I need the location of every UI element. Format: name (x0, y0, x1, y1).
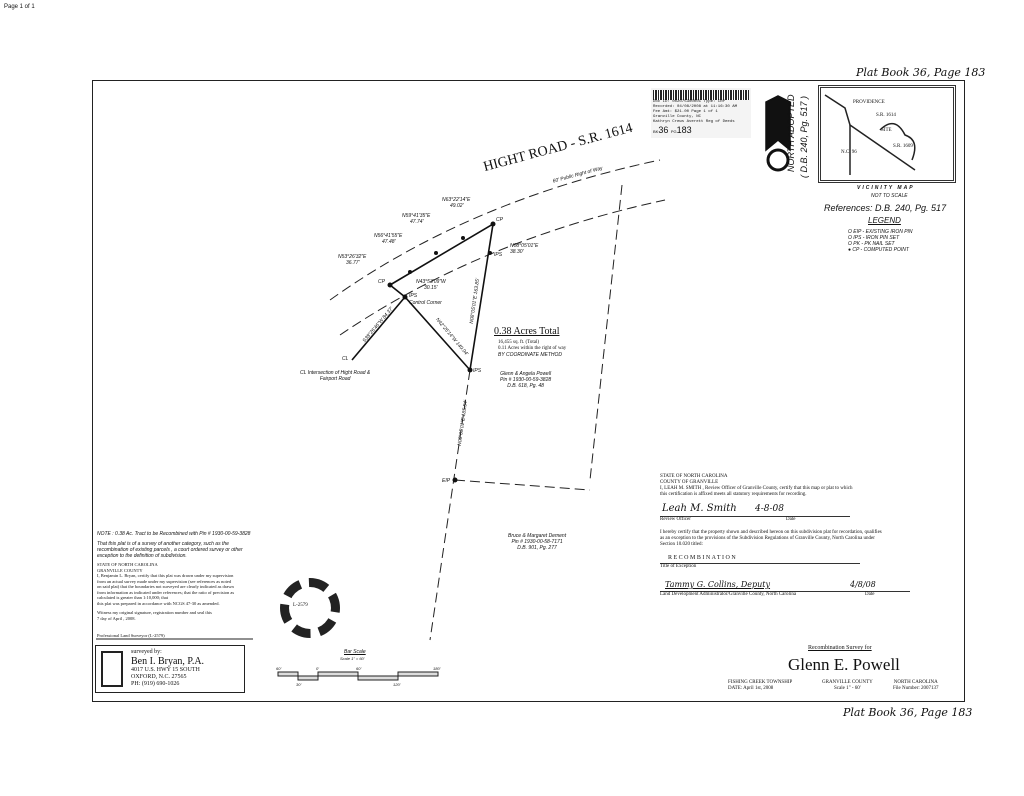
review-officer-label: Review Officer (660, 517, 691, 522)
vicinity-map-roads (824, 94, 916, 175)
recording-stamp: Doc ID: 002075300001 Type: CRP Recorded:… (651, 88, 751, 138)
plat-book-ref-top: Plat Book 36, Page 183 (856, 66, 986, 79)
surveyor-company: Ben I. Bryan, P.A. (131, 656, 205, 667)
book-page: BK36 PG183 (653, 125, 692, 135)
ips-label: IPS (409, 293, 418, 299)
page-header: Page 1 of 1 (4, 4, 35, 10)
vicinity-label-sr1614: S.R. 1614 (876, 113, 896, 118)
administrator-date-label: Date (865, 592, 875, 597)
exception-certificate: I hereby certify that the property shown… (660, 530, 882, 547)
south-boundary (454, 479, 591, 491)
vicinity-map-title: VICINITY MAP (857, 185, 915, 191)
control-corner-label: Control Corner (409, 300, 442, 306)
ips-label: IPS (473, 368, 482, 374)
references: References: D.B. 240, Pg. 517 (824, 203, 947, 213)
administrator-date: 4/8/08 (850, 580, 876, 589)
north-adopted-ref: ( D.B. 240, Pg. 517 ) (799, 95, 809, 178)
acreage-details: 16,455 sq. ft. (Total)0.11 Acres within … (498, 340, 567, 358)
book-number: 36 (658, 125, 669, 135)
east-boundary (589, 184, 623, 481)
legend-item: ● CP - COMPUTED POINT (848, 247, 909, 253)
surveyed-by-box: surveyed by: Ben I. Bryan, P.A. 4017 U.S… (95, 645, 245, 693)
review-signature: Leah M. Smith (662, 503, 737, 514)
boundary-lines (329, 159, 666, 641)
bar-scale-tick: 180' (433, 666, 441, 671)
survey-points (387, 221, 496, 483)
page-number: 183 (676, 125, 692, 135)
review-signature-line (660, 516, 850, 517)
vicinity-label-site: SITE (881, 128, 892, 133)
administrator-signature: Tammy G. Collins, Deputy (665, 580, 771, 589)
review-date-label: Date (786, 517, 796, 522)
barcode-icon (653, 90, 749, 100)
surveyor-seal: L-2579 (280, 578, 340, 638)
legend-item: O EIP - EXISTING IRON PIN (848, 229, 913, 235)
acreage-total: 0.38 Acres Total (494, 326, 560, 337)
title-heading: Recombination Survey for (808, 645, 872, 651)
company-logo-icon (101, 651, 123, 687)
note: NOTE : 0.38 Ac. Tract to be Recombined w… (97, 531, 251, 537)
exception-title-line (660, 563, 860, 564)
north-arrow-icon (765, 95, 791, 172)
client-name: Glenn E. Powell (788, 655, 900, 674)
surveyor-signature-label: Professional Land Surveyor (L-2579) (97, 633, 165, 638)
plat-book-ref-bottom: Plat Book 36, Page 183 (843, 706, 973, 719)
bar-scale-tick: 60' (356, 666, 362, 671)
administrator-label: Land Development Administrator/Granville… (660, 592, 797, 597)
cl-label: CL (342, 356, 349, 362)
seal-text: L-2579 (293, 603, 308, 608)
bar-scale-title: Bar Scale (344, 649, 366, 655)
vicinity-label-nc96: N.C. 96 (841, 150, 857, 155)
bar-scale-ratio: Scale 1" = 60' (340, 656, 365, 661)
vicinity-label-providence: PROVIDENCE (853, 100, 885, 105)
bar-scale-tick: 120' (393, 682, 401, 687)
exception-title: RECOMBINATION (668, 555, 738, 561)
vicinity-map: SITE S.R. 1614 S.R. 1609 N.C. 96 PROVIDE… (818, 85, 956, 183)
bar-scale-tick: 60' (276, 666, 282, 671)
west-boundary-line (429, 369, 471, 641)
legend-item: O PK - PK NAIL SET (848, 241, 895, 247)
vicinity-map-subtitle: NOT TO SCALE (871, 193, 908, 199)
vicinity-label-sr1609: S.R. 1609 (893, 144, 913, 149)
review-date: 4-8-08 (755, 504, 784, 514)
ips-label: IPS (494, 252, 503, 258)
bar-scale-tick: 0' (316, 666, 319, 671)
cp-label: CP (496, 217, 503, 223)
north-letter: N (774, 154, 783, 168)
row-line-north (329, 159, 661, 301)
eip-label: EIP (442, 478, 451, 484)
surveyed-by-label: surveyed by: (131, 649, 162, 655)
bar-scale-tick: 30' (296, 682, 302, 687)
cp-label: CP (378, 279, 385, 285)
tie-line (351, 296, 406, 361)
bar-scale-icon (277, 671, 439, 681)
legend-item: O IPS - IRON PIN SET (848, 235, 900, 241)
administrator-signature-line (660, 591, 910, 592)
legend-title: LEGEND (868, 216, 901, 225)
exception-statement: That this plat is of a survey of another… (97, 541, 243, 559)
exception-title-label: Title of Exception (660, 564, 697, 569)
plat-border (92, 80, 965, 702)
intersection-label: CL Intersection of Hight Road &Fairport … (300, 370, 371, 382)
north-adopted-note: NORTH ADOPTED (786, 94, 796, 172)
